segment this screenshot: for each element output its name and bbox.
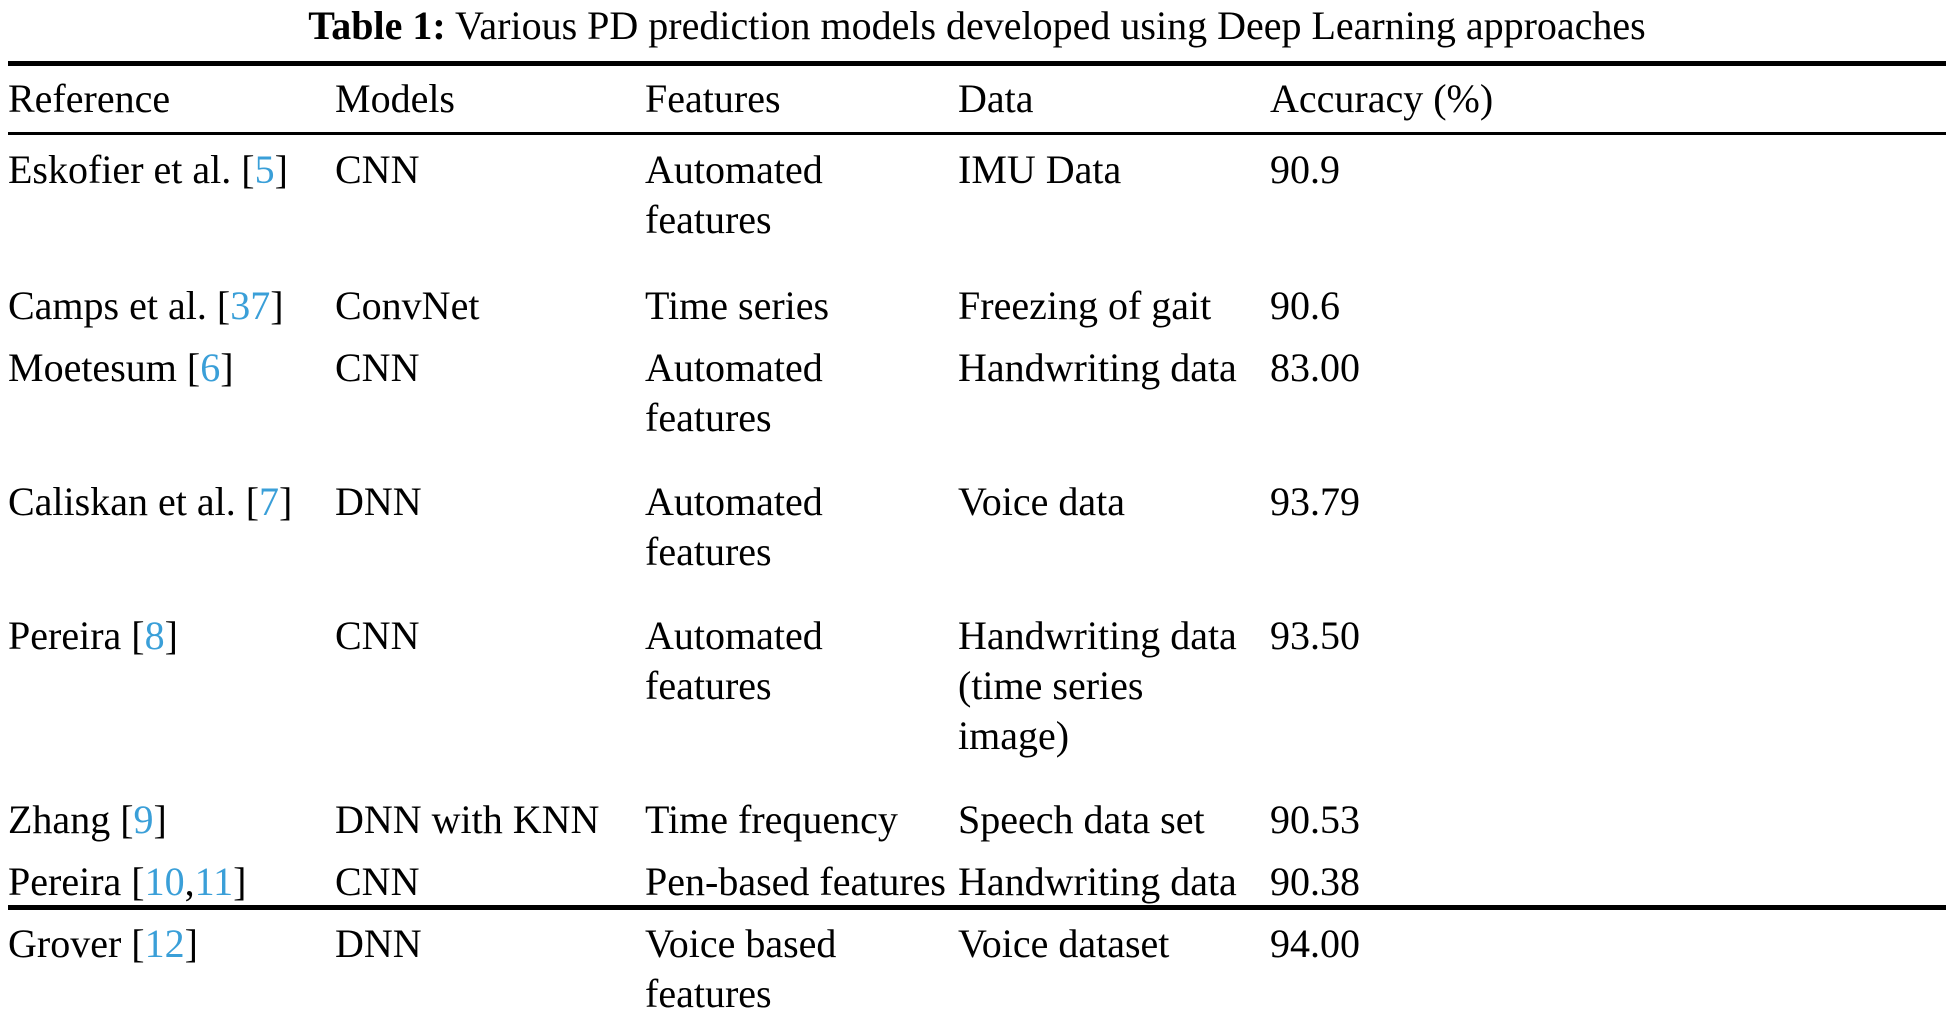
cell-models: DNN	[335, 921, 422, 966]
citation-link[interactable]: 37	[230, 283, 271, 328]
table-caption-label: Table 1:	[308, 3, 446, 48]
column-header-features: Features	[645, 76, 781, 121]
reference-name: Grover	[8, 921, 122, 966]
cell-reference: Pereira [10,11]	[8, 851, 335, 913]
cell-features: Pen-based features	[645, 859, 946, 904]
table-header-row: Reference Models Features Data Accuracy …	[0, 66, 1954, 128]
cell-accuracy: 90.38	[1270, 859, 1360, 904]
cell-features: Automated features	[645, 479, 823, 574]
citation-bracket-open: [	[131, 921, 145, 966]
cell-models: CNN	[335, 859, 420, 904]
cell-data: Voice dataset	[958, 921, 1170, 966]
cell-features: Voice based features	[645, 921, 837, 1016]
citation-bracket-close: ]	[220, 345, 234, 390]
table-caption: Table 1: Various PD prediction models de…	[0, 2, 1954, 50]
reference-name: Moetesum	[8, 345, 177, 390]
citation-bracket-close: ]	[233, 859, 247, 904]
cell-data: Handwriting data	[958, 345, 1237, 390]
citation-bracket-close: ]	[153, 797, 167, 842]
citation-separator: ,	[184, 859, 195, 904]
citation-link[interactable]: 7	[259, 479, 280, 524]
column-header-data: Data	[958, 76, 1034, 121]
cell-accuracy: 94.00	[1270, 921, 1360, 966]
column-header-accuracy: Accuracy (%)	[1270, 76, 1494, 121]
cell-features: Automated features	[645, 613, 823, 708]
citation-link[interactable]: 6	[200, 345, 221, 390]
cell-data: Freezing of gait	[958, 283, 1212, 328]
citation-bracket-open: [	[120, 797, 134, 842]
table-header: Reference Models Features Data Accuracy …	[0, 66, 1954, 128]
column-header-models: Models	[335, 76, 455, 121]
reference-name: Eskofier et al.	[8, 147, 232, 192]
cell-models: ConvNet	[335, 283, 480, 328]
cell-accuracy: 90.53	[1270, 797, 1360, 842]
cell-data: Handwriting data (time series image)	[958, 613, 1237, 758]
cell-reference: Zhang [9]	[8, 789, 335, 851]
cell-features: Time frequency	[645, 797, 898, 842]
citation-link[interactable]: 10	[144, 859, 185, 904]
reference-name: Pereira	[8, 613, 122, 658]
cell-features: Automated features	[645, 147, 823, 242]
citation-link[interactable]: 5	[254, 147, 275, 192]
cell-accuracy: 93.50	[1270, 613, 1360, 658]
cell-features: Automated features	[645, 345, 823, 440]
citation-bracket-close: ]	[274, 147, 288, 192]
cell-reference: Pereira [8]	[8, 605, 335, 767]
cell-reference: Grover [12]	[8, 913, 335, 1025]
cell-accuracy: 93.79	[1270, 479, 1360, 524]
cell-features: Time series	[645, 283, 830, 328]
table-top-rule	[8, 61, 1946, 66]
citation-bracket-open: [	[245, 479, 260, 524]
cell-data: IMU Data	[958, 147, 1122, 192]
citation-bracket-close: ]	[279, 479, 293, 524]
cell-data: Voice data	[958, 479, 1125, 524]
reference-name: Camps et al.	[8, 283, 207, 328]
citation-bracket-open: [	[131, 859, 145, 904]
cell-models: CNN	[335, 613, 420, 658]
reference-name: Caliskan et al.	[8, 479, 236, 524]
reference-name: Pereira	[8, 859, 122, 904]
citation-link[interactable]: 9	[133, 797, 154, 842]
column-header-reference: Reference	[8, 76, 171, 121]
cell-models: CNN	[335, 345, 420, 390]
cell-reference: Moetesum [6]	[8, 337, 335, 449]
citation-bracket-open: [	[131, 613, 145, 658]
table-header-rule	[8, 132, 1946, 135]
citation-link[interactable]: 12	[144, 921, 185, 966]
citation-link[interactable]: 8	[144, 613, 165, 658]
cell-accuracy: 90.6	[1270, 283, 1340, 328]
cell-reference: Camps et al. [37]	[8, 275, 335, 337]
table-bottom-rule	[8, 905, 1946, 910]
cell-data: Speech data set	[958, 797, 1205, 842]
citation-bracket-open: [	[186, 345, 201, 390]
citation-bracket-close: ]	[164, 613, 178, 658]
citation-bracket-close: ]	[270, 283, 284, 328]
cell-reference: Caliskan et al. [7]	[8, 471, 335, 583]
citation-bracket-open: [	[241, 147, 255, 192]
cell-models: DNN with KNN	[335, 797, 600, 842]
citation-bracket-close: ]	[184, 921, 198, 966]
citation-link[interactable]: 11	[194, 859, 234, 904]
table-caption-text: Various PD prediction models developed u…	[454, 3, 1646, 48]
cell-reference: Eskofier et al. [5]	[8, 139, 335, 251]
cell-models: CNN	[335, 147, 420, 192]
cell-accuracy: 90.9	[1270, 147, 1340, 192]
reference-name: Zhang	[8, 797, 111, 842]
citation-bracket-open: [	[216, 283, 231, 328]
cell-accuracy: 83.00	[1270, 345, 1360, 390]
cell-data: Handwriting data	[958, 859, 1237, 904]
cell-models: DNN	[335, 479, 422, 524]
